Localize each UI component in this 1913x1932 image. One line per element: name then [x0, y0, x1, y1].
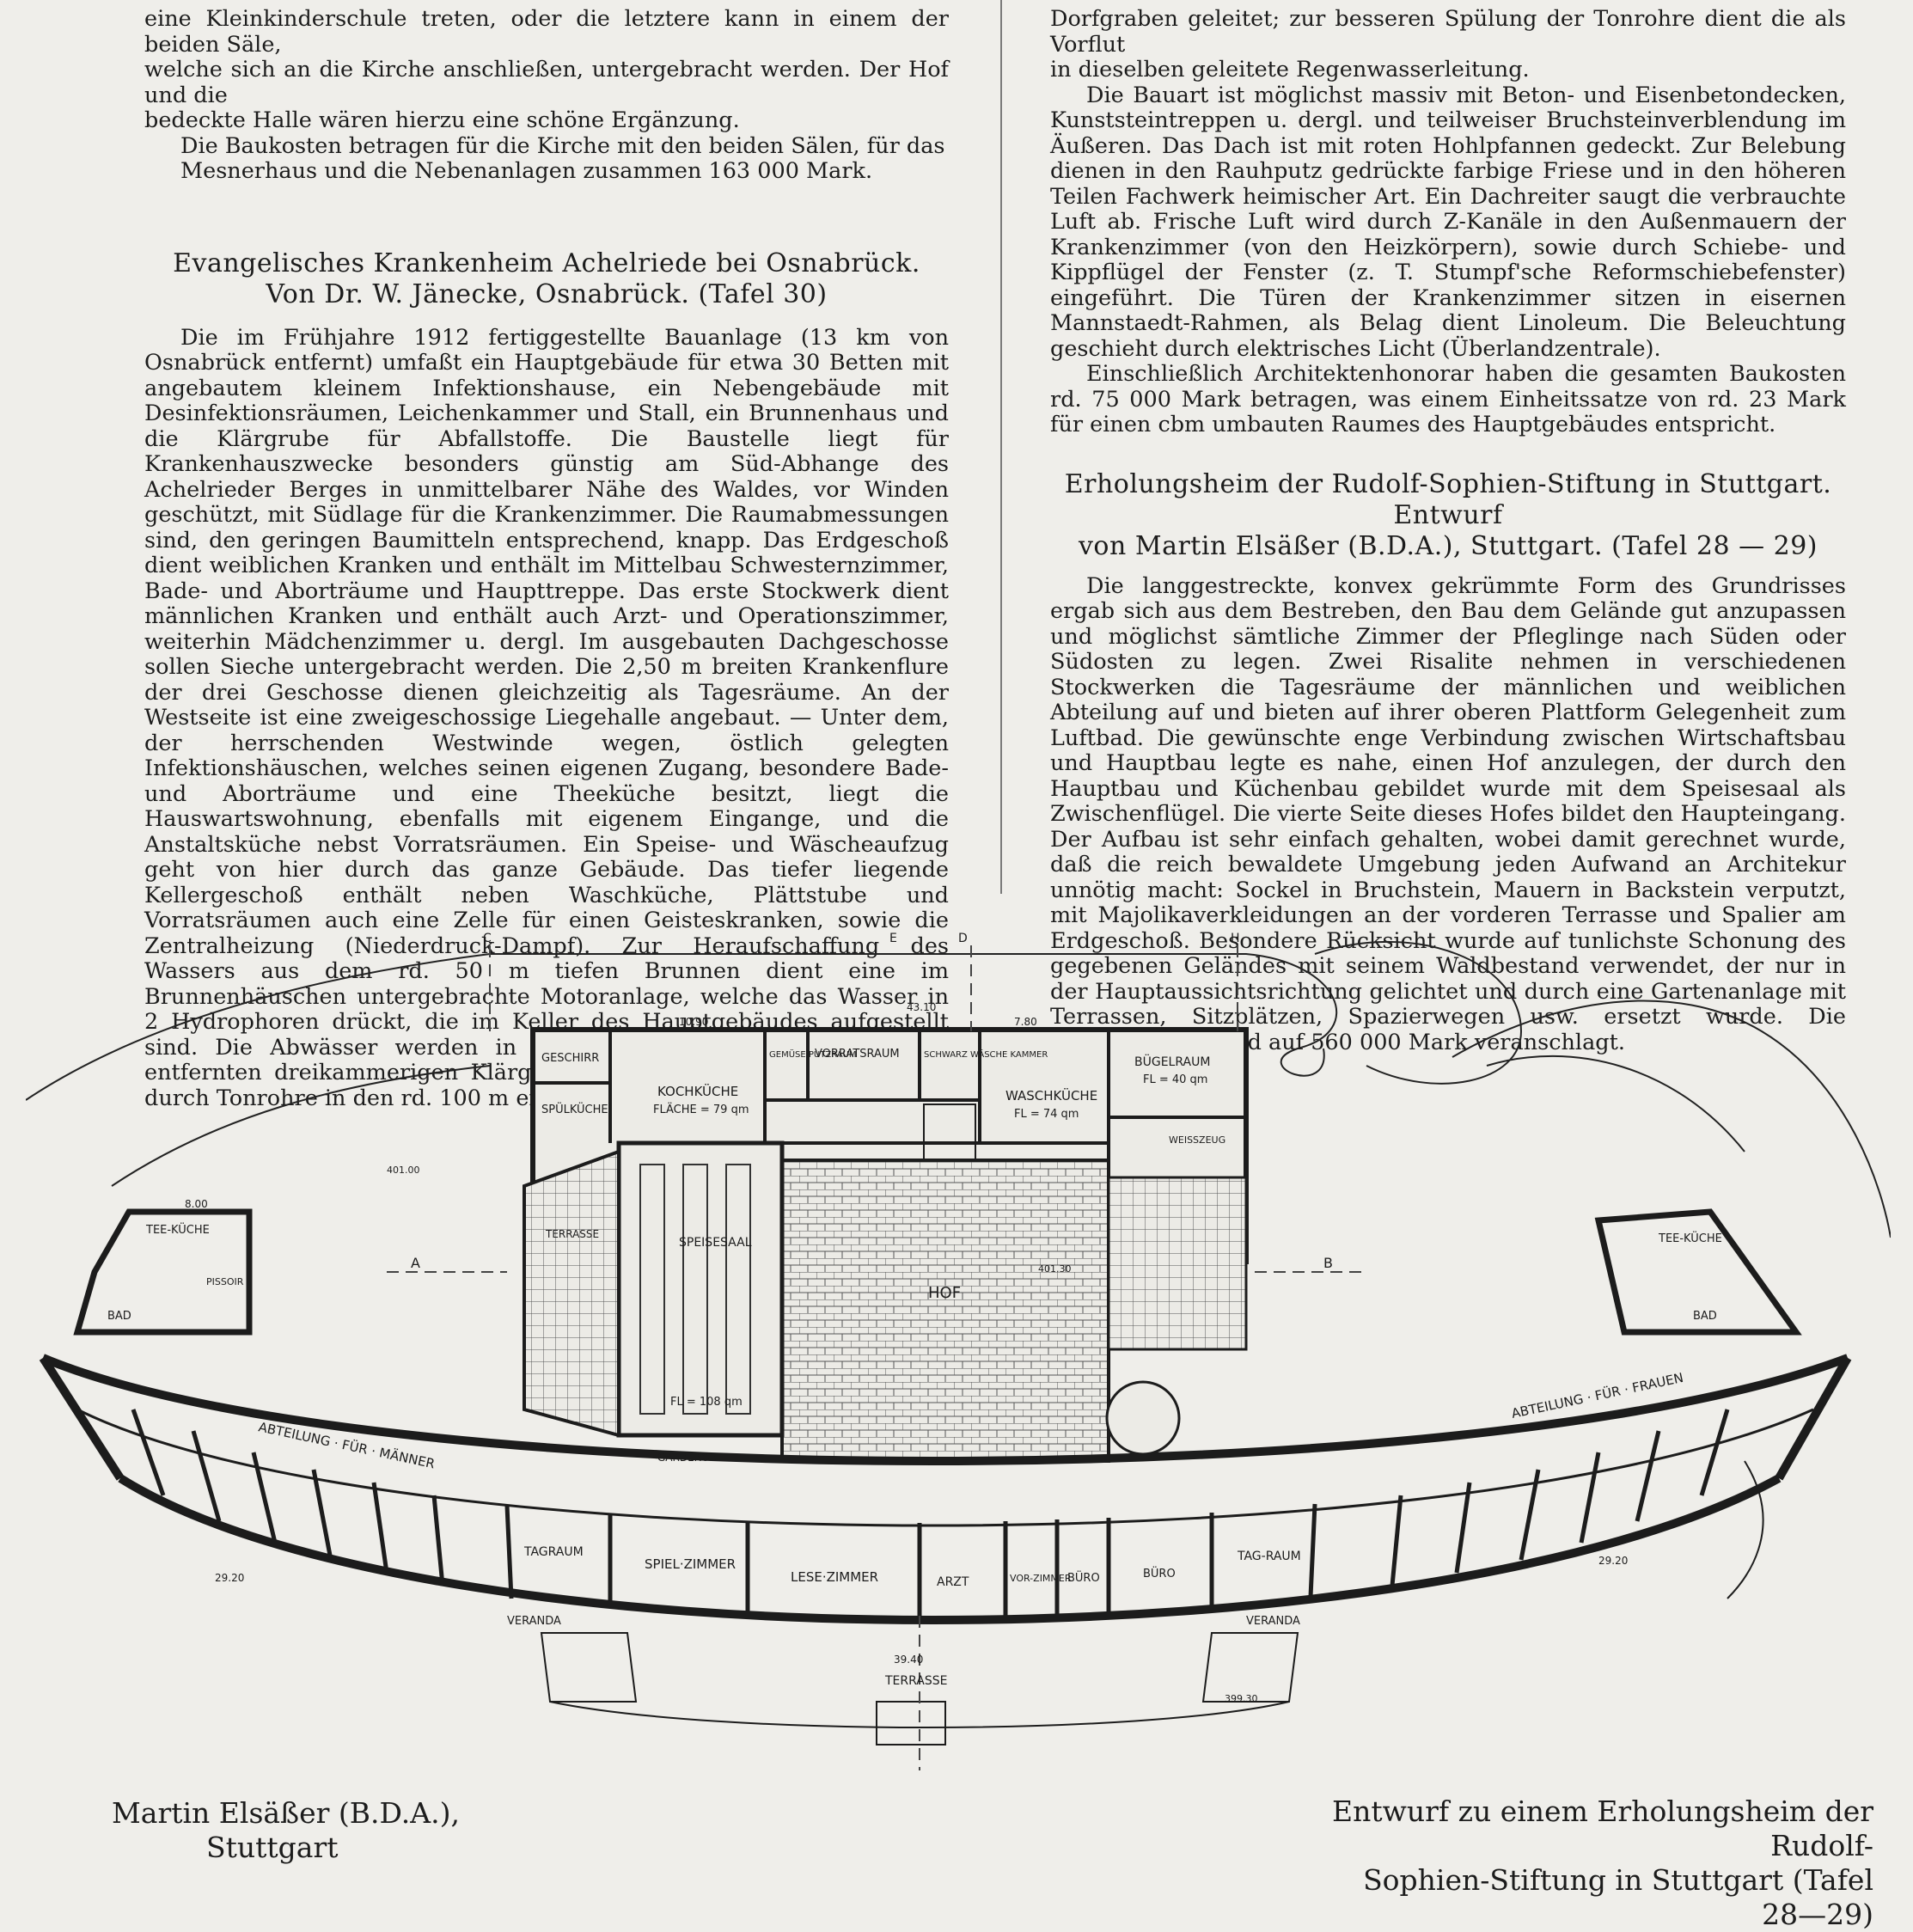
label-bad-right: BAD [1693, 1310, 1717, 1323]
label-buegelraum-area: FL = 40 qm [1143, 1073, 1207, 1086]
dim-4310: 43.10 [907, 1001, 936, 1013]
label-terrasse-bottom: TERRASSE [884, 1674, 947, 1688]
label-garderobe: GARDEROBE [657, 1452, 723, 1464]
right-p0-line: in dieselben geleitete Regenwasserleitun… [1050, 57, 1530, 83]
right-column: Dorfgraben geleitet; zur besseren Spülun… [1050, 6, 1846, 1055]
label-geschirr: GESCHIRR [541, 1052, 599, 1065]
label-spuelkueche: SPÜLKÜCHE [541, 1102, 608, 1116]
label-tee-kueche-right: TEE-KÜCHE [1658, 1231, 1722, 1245]
wing-north-wall [41, 1354, 1849, 1465]
label-waschkueche-area: FL = 74 qm [1014, 1108, 1079, 1121]
label-speisesaal-area: FL = 108 qm [670, 1396, 743, 1409]
label-schwarzwaesche: SCHWARZ WÄSCHE KAMMER [924, 1049, 1048, 1060]
dim-2920-right: 29.20 [1598, 1555, 1628, 1567]
label-hof: HOF [928, 1284, 961, 1302]
left-p1-line: Mesnerhaus und die Nebenanlagen zusammen… [180, 158, 873, 184]
section-label-h: H [1231, 932, 1240, 945]
caption-plan-line1: Entwurf zu einem Erholungsheim der Rudol… [1331, 1794, 1873, 1862]
left-p0-line: eine Kleinkinderschule treten, oder die … [144, 6, 949, 58]
label-speisesaal: SPEISESAAL [679, 1236, 752, 1250]
left-p0: eine Kleinkinderschule treten, oder die … [144, 6, 949, 134]
right-p3: Die langgestreckte, konvex gekrümmte For… [1050, 572, 1846, 1055]
section-label-d: D [958, 932, 968, 945]
label-kochkueche-area: FLÄCHE = 79 qm [653, 1103, 749, 1116]
label-bad-left: BAD [107, 1310, 131, 1323]
label-gemuese: GEMÜSE PUTZRAUM [769, 1049, 857, 1060]
right-p1: Die Bauart ist möglichst massiv mit Beto… [1050, 82, 1846, 362]
dim-800: 8.00 [185, 1198, 208, 1210]
dining-hall [616, 1140, 785, 1438]
courtyard [780, 1159, 1110, 1463]
label-vorzimmer: VOR-ZIMMER [1010, 1573, 1072, 1584]
caption-architect: Martin Elsäßer (B.D.A.), Stuttgart [112, 1796, 593, 1865]
level-399: 399.30 [1225, 1693, 1258, 1704]
dim-3940: 39.40 [894, 1654, 923, 1666]
heading-title: Erholungsheim der Rudolf-Sophien-Stiftun… [1064, 468, 1832, 530]
section-label-e: E [889, 932, 897, 945]
section-label-c: C [483, 932, 492, 945]
label-buero1: BÜRO [1067, 1570, 1100, 1585]
label-veranda-left: VERANDA [507, 1615, 561, 1628]
label-tee-kueche-left: TEE-KÜCHE [145, 1222, 210, 1237]
dim-1090: 10.90 [679, 1016, 708, 1028]
floor-plan-drawing: GESCHIRR SPÜLKÜCHE KOCHKÜCHE FLÄCHE = 79… [25, 932, 1892, 1770]
level-401: 401.00 [387, 1165, 420, 1176]
right-p0-line: Dorfgraben geleitet; zur besseren Spülun… [1050, 6, 1846, 58]
section-label-a: A [411, 1255, 420, 1271]
room-partitions [131, 1409, 1730, 1616]
right-p0: Dorfgraben geleitet; zur besseren Spülun… [1050, 6, 1846, 83]
corridor-line [76, 1408, 1814, 1527]
article-heading-krankenheim: Evangelisches Krankenheim Achelriede bei… [144, 248, 949, 310]
dim-780: 7.80 [1014, 1016, 1037, 1028]
label-tagraum-right: TAG-RAUM [1237, 1550, 1301, 1563]
caption-plan-line2: Sophien-Stiftung in Stuttgart (Tafel 28—… [1363, 1863, 1873, 1931]
heading-author: Von Dr. W. Jänecke, Osnabrück. (Tafel 30… [266, 278, 828, 309]
label-waschkueche: WASCHKÜCHE [1005, 1087, 1097, 1104]
label-tagraum-left: TAGRAUM [523, 1545, 584, 1559]
caption-architect-line1: Martin Elsäßer (B.D.A.), [112, 1796, 460, 1830]
label-arzt: ARZT [937, 1575, 969, 1589]
section-label-b: B [1323, 1255, 1333, 1271]
dim-2920-left: 29.20 [215, 1572, 244, 1584]
left-p0-line: welche sich an die Kirche anschließen, u… [144, 57, 949, 108]
level-40130: 401.30 [1038, 1263, 1072, 1275]
label-pissoir: PISSOIR [206, 1276, 244, 1287]
label-terrasse-left: TERRASSE [545, 1228, 599, 1240]
east-end-block [1594, 1208, 1802, 1336]
caption-plan-title: Entwurf zu einem Erholungsheim der Rudol… [1323, 1794, 1873, 1932]
label-spielzimmer: SPIEL·ZIMMER [645, 1556, 736, 1572]
west-end-block [73, 1208, 253, 1336]
caption-architect-line2: Stuttgart [206, 1831, 339, 1864]
column-rule [1000, 0, 1002, 894]
front-steps [540, 1460, 1764, 1746]
left-p1: Die Baukosten betragen für die Kirche mi… [144, 132, 949, 185]
label-buero2: BÜRO [1143, 1566, 1176, 1580]
label-lesezimmer: LESE·ZIMMER [791, 1569, 878, 1585]
label-kochkueche: KOCHKÜCHE [657, 1083, 738, 1099]
wing-south-wall [118, 1474, 1782, 1624]
label-buegelraum: BÜGELRAUM [1134, 1054, 1210, 1069]
left-p1-line: Die Baukosten betragen für die Kirche mi… [180, 132, 945, 159]
left-p0-line: bedeckte Halle wären hierzu eine schöne … [144, 107, 740, 133]
heading-title: Evangelisches Krankenheim Achelriede bei… [173, 248, 920, 278]
label-weisszeug: WEISSZEUG [1169, 1134, 1225, 1146]
site-paths [25, 941, 1892, 1238]
floor-plan: GESCHIRR SPÜLKÜCHE KOCHKÜCHE FLÄCHE = 79… [25, 928, 1892, 1788]
label-vorratsraum: VORRATSRAUM [815, 1048, 900, 1061]
article-heading-erholungsheim: Erholungsheim der Rudolf-Sophien-Stiftun… [1050, 469, 1846, 562]
right-p2: Einschließlich Architektenhonorar haben … [1050, 361, 1846, 437]
heading-author: von Martin Elsäßer (B.D.A.), Stuttgart. … [1078, 530, 1818, 561]
label-veranda-right: VERANDA [1246, 1615, 1300, 1628]
